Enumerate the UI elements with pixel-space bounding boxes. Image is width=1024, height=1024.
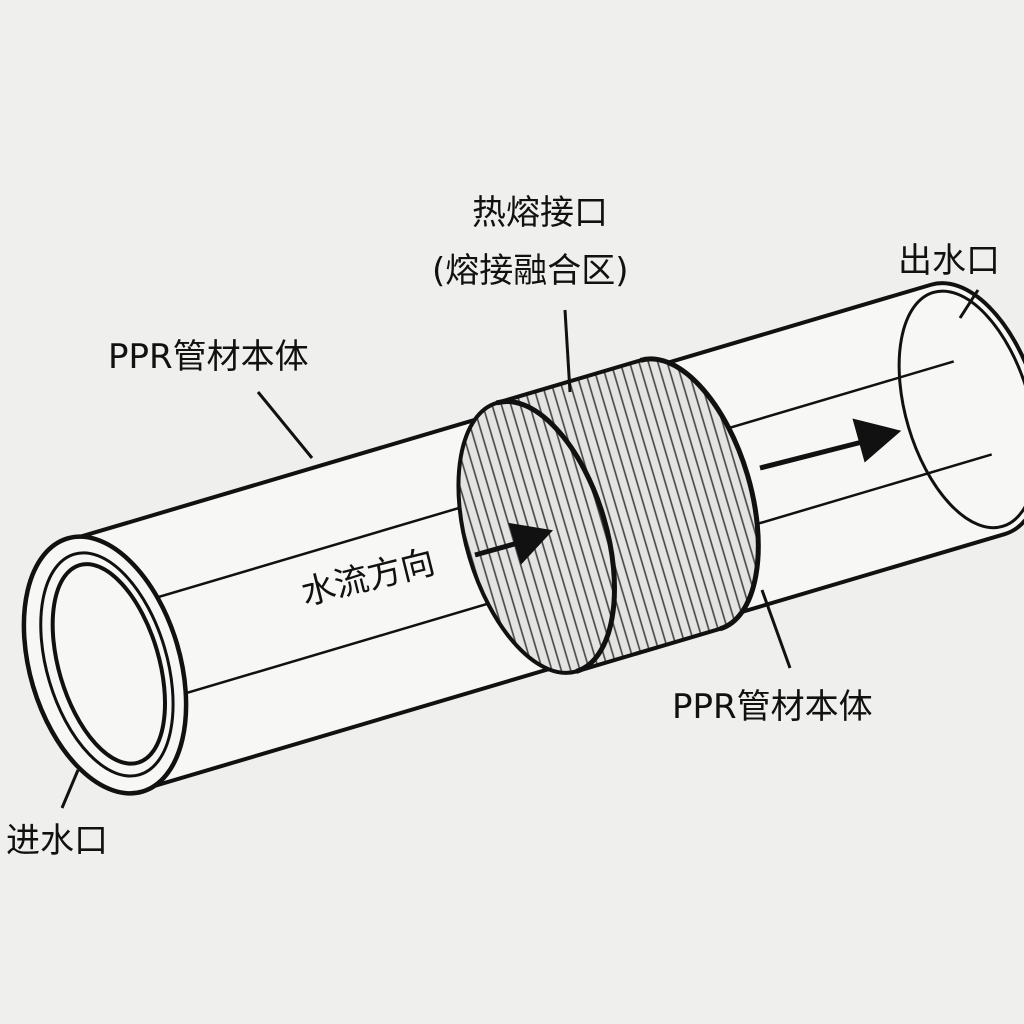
leader-joint (563, 309, 572, 393)
leader-pipe-left (256, 391, 314, 459)
leader-pipe-right (760, 589, 792, 669)
outlet-end (897, 289, 1024, 530)
pipe-body-left-label: PPR管材本体 (108, 337, 309, 377)
inlet-label: 进水口 (6, 821, 108, 861)
leader-outlet (958, 289, 980, 319)
pipe-body-right-label: PPR管材本体 (672, 687, 873, 727)
flow-arrow-right (759, 437, 871, 471)
joint-subtitle-label: (熔接融合区) (432, 251, 629, 291)
joint-title-label: 热熔接口 (472, 193, 608, 233)
outlet-label: 出水口 (898, 241, 1000, 281)
leader-inlet (60, 769, 80, 809)
